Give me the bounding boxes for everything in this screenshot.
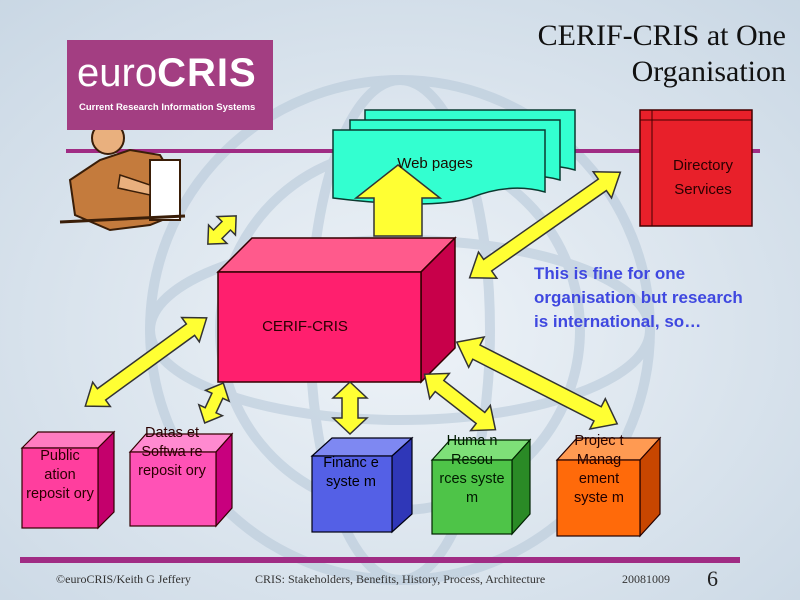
project-management-system-box bbox=[555, 436, 662, 538]
arrow-person-cerif bbox=[207, 215, 237, 245]
dataset-software-box bbox=[128, 432, 234, 528]
arrow-cerif-project bbox=[455, 335, 619, 431]
footer-subtitle: CRIS: Stakeholders, Benefits, History, P… bbox=[255, 572, 546, 586]
arrow-cerif-finance bbox=[331, 380, 369, 436]
cerif-cris-label: CERIF-CRIS bbox=[262, 318, 348, 335]
logo-subtitle: Current Research Information Systems bbox=[79, 102, 256, 113]
page-number: 6 bbox=[707, 566, 718, 591]
logo-euro: euro bbox=[77, 51, 158, 95]
title-line-1: CERIF-CRIS at One bbox=[537, 19, 786, 52]
international-note: This is fine for one organisation but re… bbox=[534, 264, 743, 331]
web-pages-label: Web pages bbox=[397, 155, 473, 172]
finance-system-label: Financ e syste m bbox=[323, 455, 379, 490]
publication-repository-box bbox=[20, 430, 116, 530]
arrow-cerif-dataset bbox=[197, 382, 231, 424]
footer-copyright: ©euroCRIS/Keith G Jeffery bbox=[56, 572, 191, 586]
publication-repository-label: Public ation reposit ory bbox=[26, 448, 94, 502]
cerif-cris-box bbox=[216, 236, 457, 384]
finance-system-box bbox=[310, 436, 414, 534]
human-resources-system-label: Huma n Resou rces syste m bbox=[439, 433, 505, 506]
arrow-cerif-publication bbox=[84, 316, 208, 408]
eurocris-logo: euroCRIS Current Research Information Sy… bbox=[67, 40, 273, 130]
arrow-cerif-to-web-pages bbox=[353, 164, 443, 237]
title-line-2: Organisation bbox=[631, 55, 786, 88]
directory-services-box bbox=[639, 109, 753, 227]
arrow-cerif-human-resources bbox=[423, 372, 497, 432]
footer-divider-bar bbox=[20, 557, 740, 563]
slide-title: CERIF-CRIS at One Organisation bbox=[538, 18, 786, 90]
directory-services-label: Directory Services bbox=[672, 157, 733, 198]
footer-date: 20081009 bbox=[622, 572, 670, 586]
human-resources-system-box bbox=[430, 438, 532, 536]
arrow-cerif-directory bbox=[468, 170, 622, 280]
project-management-system-label: Projec t Manag ement syste m bbox=[574, 433, 624, 506]
logo-cris: CRIS bbox=[157, 51, 257, 95]
dataset-software-repository-label: Datas et Softwa re reposit ory bbox=[138, 425, 206, 479]
person-at-desk-icon bbox=[59, 120, 186, 232]
